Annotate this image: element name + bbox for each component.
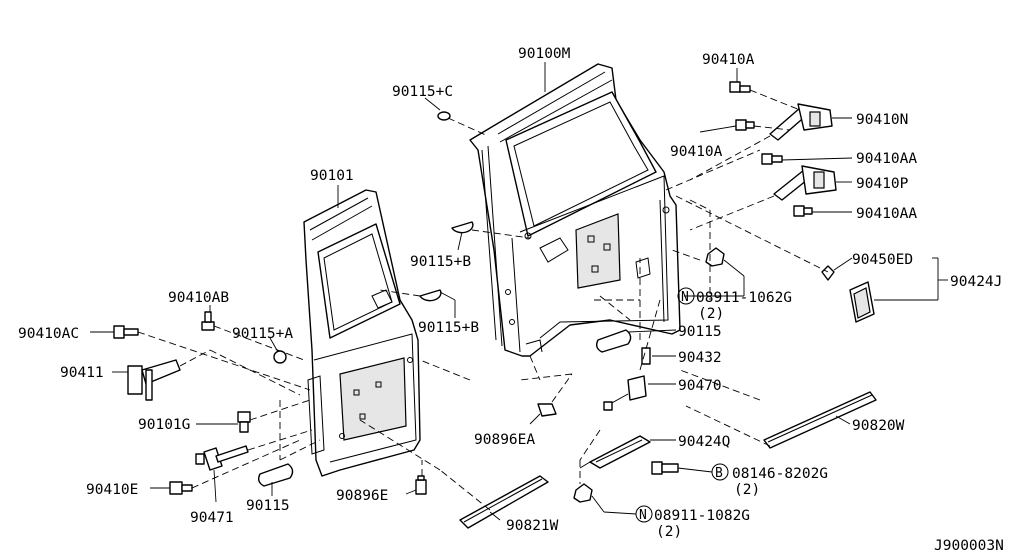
plug-90115-c-icon [437,111,451,121]
plug-90115-a-icon [273,350,287,364]
label-90410n: 90410N [856,112,908,128]
handle-90424q-icon [579,435,651,469]
diagram-code: J900003N [934,538,1004,554]
plug-90115-b-lower-icon [419,289,442,302]
striker-90424j-icon [849,281,875,323]
label-90410aa-upper: 90410AA [856,151,917,167]
label-90424j: 90424J [950,274,1002,290]
bolt-90410ab-icon [201,311,215,331]
check-link-90471-icon [195,445,249,471]
front-door-panel [303,189,421,477]
plug-90115-b-upper-icon [451,221,474,234]
label-90432: 90432 [678,350,722,366]
bumper-90450ed-icon [821,265,835,281]
n-badge-1082g-icon [635,505,653,523]
nut-08911-1062g-icon [705,247,725,267]
label-90424q: 90424Q [678,434,730,450]
label-90450ed: 90450ED [852,252,913,268]
badge-n-1062g: N [681,290,689,305]
label-90896e: 90896E [336,488,388,504]
rear-door-outer-panel [469,63,681,357]
b-badge-8202g-icon [711,463,729,481]
bolt-90101g-icon [237,411,251,433]
badge-b-8202g: B [715,466,723,481]
label-08911-1062g: 08911-1062G [696,290,792,306]
bolt-90410e-icon [169,481,193,495]
label-90821w: 90821W [506,518,559,534]
nut-08911-1082g-icon [573,483,593,503]
label-90410aa-lower: 90410AA [856,206,917,222]
qty-08911-1082g: (2) [656,524,682,540]
label-90410e: 90410E [86,482,138,498]
molding-90821w-icon [459,475,549,529]
clip-90896ea-icon [537,403,557,417]
label-90896ea: 90896EA [474,432,535,448]
label-08146-8202g: 08146-8202G [732,466,828,482]
clip-90896e-icon [415,475,427,495]
bolt-08146-8202g-icon [651,461,679,475]
label-08911-1082g: 08911-1082G [654,508,750,524]
label-90115-b-upper: 90115+B [410,254,471,270]
hinge-90410p-icon [773,165,837,201]
label-90410p: 90410P [856,176,909,192]
plug-90115-right-icon [595,329,632,353]
label-90410ab: 90410AB [168,290,229,306]
n-badge-1062g-icon [677,287,695,305]
label-90115-a: 90115+A [232,326,293,342]
hinge-90410n-icon [769,103,833,141]
label-90470: 90470 [678,378,722,394]
label-90471: 90471 [190,510,234,526]
bolt-90410aa-upper-icon [761,153,783,165]
label-90101: 90101 [310,168,354,184]
label-90115-left: 90115 [246,498,290,514]
label-90411: 90411 [60,365,104,381]
label-90820w: 90820W [852,418,905,434]
label-90101g: 90101G [138,417,190,433]
plug-90115-left-icon [257,463,294,487]
label-90115-right: 90115 [678,324,722,340]
bolt-90410ac-icon [113,325,139,339]
latch-90470-icon [603,375,647,411]
qty-08911-1062g: (2) [698,306,724,322]
label-90410a-upper: 90410A [702,52,755,68]
leader-lines [90,62,948,521]
label-90115-b-lower: 90115+B [418,320,479,336]
bolt-90410a-lower-icon [735,119,755,131]
label-90410a-lower: 90410A [670,144,723,160]
label-90410ac: 90410AC [18,326,79,342]
badge-n-1082g: N [639,508,647,523]
label-90100m: 90100M [518,46,571,62]
switch-90432-icon [641,347,651,365]
bolt-90410a-upper-icon [729,81,751,93]
qty-08146-8202g: (2) [734,482,760,498]
label-90115-c: 90115+C [392,84,453,100]
hinge-90411-icon [127,359,181,401]
bolt-90410aa-lower-icon [793,205,813,217]
